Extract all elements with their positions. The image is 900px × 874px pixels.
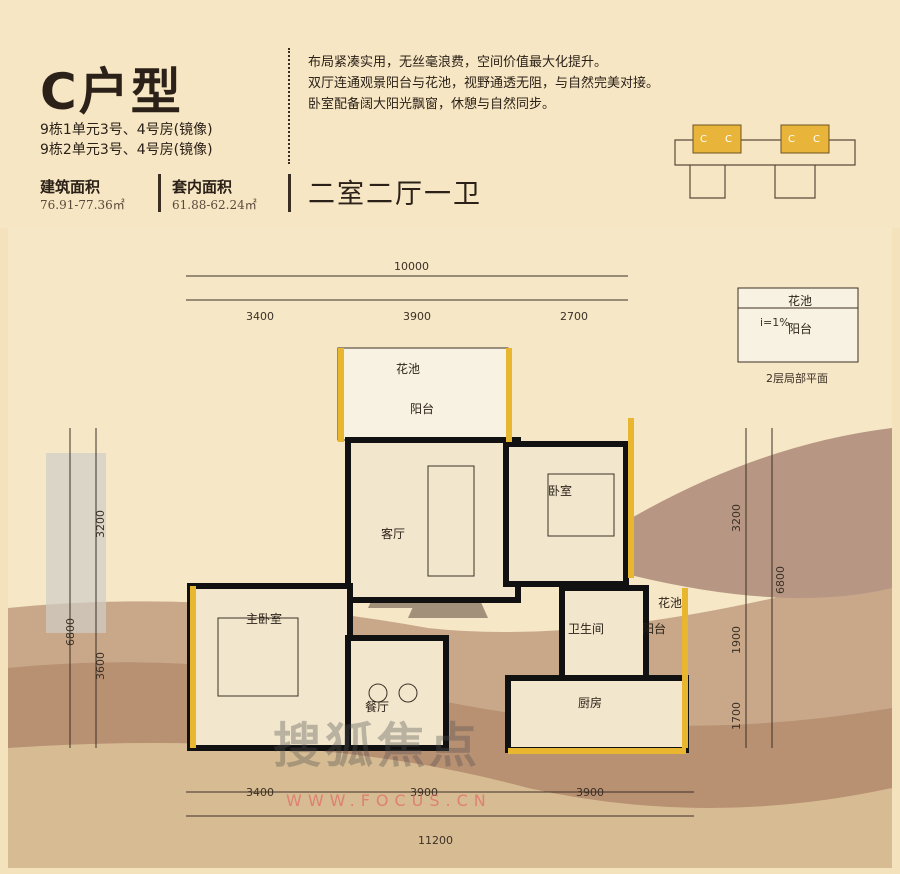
inner-area-label: 套内面积 [172,178,233,196]
dim-right: 1700 [730,702,743,730]
dim-top: 3400 [246,310,274,323]
unit-list: 9栋1单元3号、4号房(镜像) 9栋2单元3号、4号房(镜像) [40,120,213,160]
divider [288,174,291,212]
room-kitchen: 厨房 [578,696,603,710]
dim-top: 3900 [403,310,431,323]
description-line: 布局紧凑实用，无丝毫浪费，空间价值最大化提升。 [308,55,608,70]
room-living: 客厅 [381,527,406,541]
dim-top-total: 10000 [394,260,429,273]
building-area-label: 建筑面积 [40,178,101,196]
unit-line: 9栋1单元3号、4号房(镜像) [40,122,213,138]
description: 布局紧凑实用，无丝毫浪费，空间价值最大化提升。 双厅连通观景阳台与花池，视野通透… [308,52,659,115]
room-flower-bed-small: 花池 [658,596,683,610]
watermark-url: WWW.FOCUS.CN [286,791,492,810]
key-plan: C C C C [674,124,856,199]
dim-right-total: 6800 [774,566,787,594]
description-line: 卧室配备阔大阳光飘窗，休憩与自然同步。 [308,97,556,112]
dim-bottom: 3900 [410,786,438,799]
room-flower-bed: 花池 [396,362,421,376]
key-plan-mark: C [813,134,820,145]
description-line: 双厅连通观景阳台与花池，视野通透无阻，与自然完美对接。 [308,76,660,91]
inner-area-value: 61.88-62.24㎡ [172,198,257,212]
floor-plan [69,275,859,817]
room-balcony-small: 阳台 [642,622,667,636]
unit-type-title: C户型 [40,63,183,121]
dim-top: 2700 [560,310,588,323]
inset-caption: 2层局部平面 [766,372,828,385]
dim-left-total: 6800 [64,618,77,646]
divider [158,174,161,212]
key-plan-mark: C [700,134,707,145]
room-dining: 餐厅 [365,700,390,714]
key-plan-mark: C [725,134,732,145]
dim-right: 3200 [730,504,743,532]
dotted-divider [288,48,290,164]
dim-bottom-total: 11200 [418,834,453,847]
room-bathroom: 卫生间 [568,622,605,636]
inset-slope: i=1% [760,316,790,329]
dim-right: 1900 [730,626,743,654]
dim-bottom: 3900 [576,786,604,799]
room-bedroom: 卧室 [548,484,573,498]
dim-left: 3200 [94,510,107,538]
watermark: 搜狐焦点 [273,718,482,774]
unit-line: 9栋2单元3号、4号房(镜像) [40,142,213,158]
key-plan-mark: C [788,134,795,145]
floor-plan-panel: 10000 3400 3900 2700 3400 3900 3900 1120… [8,228,892,868]
building-area-value: 76.91-77.36㎡ [40,198,125,212]
room-balcony: 阳台 [410,402,435,416]
dim-bottom: 3400 [246,786,274,799]
inset-balcony: 阳台 [788,322,813,336]
header: C户型 9栋1单元3号、4号房(镜像) 9栋2单元3号、4号房(镜像) 建筑面积… [0,0,900,228]
room-summary: 二室二厅一卫 [308,179,482,210]
room-master-bedroom: 主卧室 [246,612,283,626]
inset-flower-bed: 花池 [788,294,813,308]
dim-left: 3600 [94,652,107,680]
